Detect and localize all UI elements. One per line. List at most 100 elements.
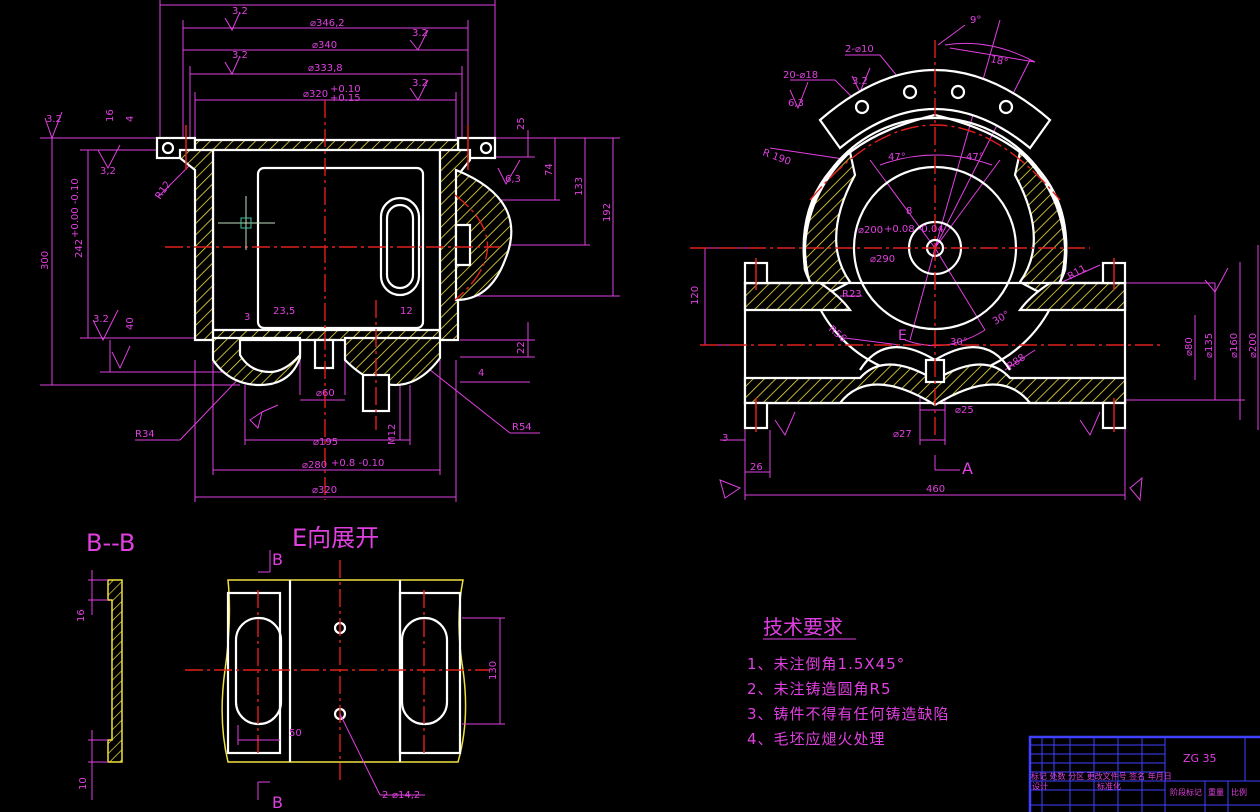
dim-r54: R54 [512, 422, 532, 433]
dim-m12: M12 [387, 424, 398, 445]
dim-v22: 22 [516, 341, 527, 354]
dim-v4b: 4 [478, 368, 484, 379]
dim-v74: 74 [544, 163, 555, 176]
dim-v4: 4 [125, 116, 136, 122]
rough-e: 3.2 [46, 114, 62, 125]
dim-d200b: ⌀200 [1248, 333, 1259, 358]
dim-h242: 242 [74, 239, 85, 258]
dim-d27: ⌀27 [893, 429, 912, 440]
section-bb: B--B 16 10 [76, 529, 135, 800]
title-material: ZG 35 [1183, 752, 1217, 765]
title-stage: 阶段标记 [1170, 787, 1202, 797]
side-dim-lines [700, 19, 1259, 502]
tech-requirements: 技术要求 1、未注倒角1.5X45° 2、未注铸造圆角R5 3、铸件不得有任何铸… [747, 615, 950, 748]
dim-ang18: 18° [989, 54, 1009, 68]
view-e-title: E向展开 [292, 524, 379, 552]
tech-item-2: 2、未注铸造圆角R5 [747, 680, 892, 698]
dim-h120: 120 [690, 286, 701, 305]
rough-a: 3.2 [232, 6, 248, 17]
rough-s1: 6,3 [788, 98, 804, 109]
rough-f: 3,2 [100, 166, 116, 177]
rough-s2: 3.2 [852, 76, 868, 87]
title-weight: 重量 [1208, 787, 1224, 797]
dim-d160: ⌀160 [1229, 333, 1240, 358]
dim-v192: 192 [602, 203, 613, 222]
dim-d200: ⌀200 [858, 225, 883, 236]
dim-d195: ⌀195 [313, 437, 338, 448]
dim-e-holes: 2-⌀14,2 [382, 790, 420, 801]
dim-w26: 26 [750, 462, 763, 473]
title-row1: 标记 处数 分区 更改文件号 签名 年月日 [1031, 771, 1172, 781]
dim-w460: 460 [926, 484, 945, 495]
dim-d280: ⌀280 [302, 460, 327, 471]
view-e-marker: E [898, 328, 907, 344]
dim-w12: 12 [400, 306, 413, 317]
dim-d290: ⌀290 [870, 254, 895, 265]
cad-cursor [218, 196, 275, 250]
dim-ang47a: 47° [888, 152, 906, 163]
title-scale: 比例 [1231, 787, 1247, 797]
dim-d200-tol: +0.08 -0.04 [884, 224, 944, 235]
rough-h: 6,3 [505, 174, 521, 185]
rough-b: 3.2 [232, 50, 248, 61]
side-centerlines [690, 40, 1160, 440]
view-e-development: E向展开 B B 50 13 [185, 524, 505, 812]
dim-d135: ⌀135 [1204, 333, 1215, 358]
tech-heading: 技术要求 [763, 615, 843, 639]
dim-v25: 25 [516, 117, 527, 130]
dim-d280-tol: +0.8 -0.10 [331, 458, 384, 469]
section-a-marker [934, 455, 958, 471]
dim-d320: ⌀320 [312, 485, 337, 496]
dim-w3-side: 3 [722, 433, 728, 444]
dim-w3: 3 [244, 312, 250, 323]
dim-ang9: 9° [970, 15, 981, 26]
dim-e-50: 50 [289, 728, 302, 739]
dim-d340: ⌀340 [312, 40, 337, 51]
dim-d25: ⌀25 [955, 405, 974, 416]
tech-item-4: 4、毛坯应煺火处理 [747, 730, 886, 748]
dim-d80: ⌀80 [1184, 337, 1195, 356]
dim-r34: R34 [135, 429, 155, 440]
dim-v8: 8 [906, 206, 912, 217]
dim-v16: 16 [105, 109, 116, 122]
rough-c: 3.2 [412, 28, 428, 39]
dim-holes2: 2-⌀10 [845, 44, 874, 55]
dim-ang47b: 47° [966, 152, 984, 163]
dim-r11: R11 [1066, 263, 1089, 282]
b-marker-top: B [272, 550, 283, 569]
dim-d320-tol: ⌀320 [303, 89, 328, 100]
side-view: 9° 18° 2-⌀10 20-⌀18 6,3 3.2 R 190 47° 47… [690, 15, 1259, 502]
dim-tol-upper: +0.10 [330, 84, 361, 95]
dim-v40: 40 [125, 317, 136, 330]
dim-w235: 23,5 [273, 306, 295, 317]
b-marker-bottom: B [272, 793, 283, 812]
view-e-dims [237, 550, 505, 800]
view-e-centerlines [185, 560, 490, 780]
dim-h242-tol: +0.00 -0.10 [70, 178, 81, 238]
tech-item-1: 1、未注倒角1.5X45° [747, 655, 905, 673]
dim-d60: ⌀60 [316, 388, 335, 399]
dim-bb-10: 10 [78, 777, 89, 790]
dim-tol-lower: +0.15 [330, 93, 361, 104]
front-top-dim-lines [40, 0, 620, 502]
front-body [155, 136, 513, 413]
dim-v133: 133 [574, 177, 585, 196]
title-standard: 标准化 [1097, 781, 1121, 791]
title-block: ZG 35 标记 处数 分区 更改文件号 签名 年月日 设计 标准化 阶段标记 … [1028, 735, 1260, 812]
front-centerlines [165, 100, 500, 500]
front-view: ⌀346,2 ⌀340 ⌀333,8 ⌀320 +0.10 +0.15 3.2 … [40, 0, 620, 502]
dim-d333: ⌀333,8 [308, 63, 343, 74]
dim-h300: 300 [40, 251, 51, 270]
dim-a30: 30° [950, 337, 968, 348]
dim-a30b: 30° [991, 309, 1012, 327]
dim-bb-16: 16 [76, 609, 87, 622]
tech-item-3: 3、铸件不得有任何铸造缺陷 [747, 705, 950, 723]
dim-d346: ⌀346,2 [310, 18, 345, 29]
section-bb-title: B--B [86, 529, 135, 557]
dim-r23: R23 [842, 289, 862, 300]
dim-holes20: 20-⌀18 [783, 70, 818, 81]
dim-e-130: 130 [488, 661, 499, 680]
title-design: 设计 [1032, 781, 1048, 791]
section-bb-dims [88, 570, 108, 800]
